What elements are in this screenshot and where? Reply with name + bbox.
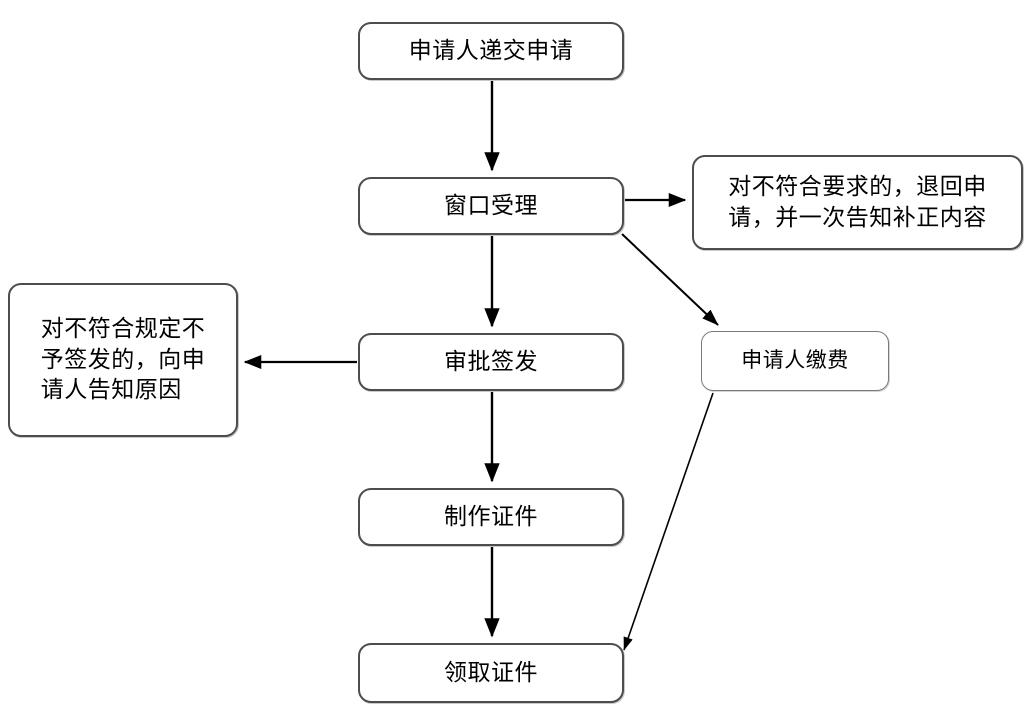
node-label: 审批签发 (444, 348, 538, 375)
node-return-application[interactable]: 对不符合要求的，退回申 请，并一次告知补正内容 (692, 155, 1023, 250)
node-label: 窗口受理 (444, 192, 538, 219)
node-applicant-payment[interactable]: 申请人缴费 (701, 331, 889, 391)
node-label: 对不符合要求的，退回申 请，并一次告知补正内容 (728, 174, 987, 231)
node-approval-issuance[interactable]: 审批签发 (358, 333, 624, 391)
edge-pay-to-collect (623, 392, 714, 651)
node-label: 申请人缴费 (741, 348, 849, 373)
node-label: 制作证件 (444, 503, 538, 530)
node-label: 申请人递交申请 (408, 37, 574, 64)
node-make-certificate[interactable]: 制作证件 (358, 488, 624, 546)
node-collect-certificate[interactable]: 领取证件 (358, 643, 624, 703)
node-window-acceptance[interactable]: 窗口受理 (358, 177, 624, 235)
node-submit-application[interactable]: 申请人递交申请 (358, 22, 624, 80)
node-label: 对不符合规定不 予签发的，向申 请人告知原因 (40, 316, 206, 404)
node-notify-reason[interactable]: 对不符合规定不 予签发的，向申 请人告知原因 (8, 283, 238, 437)
node-label: 领取证件 (444, 659, 538, 686)
